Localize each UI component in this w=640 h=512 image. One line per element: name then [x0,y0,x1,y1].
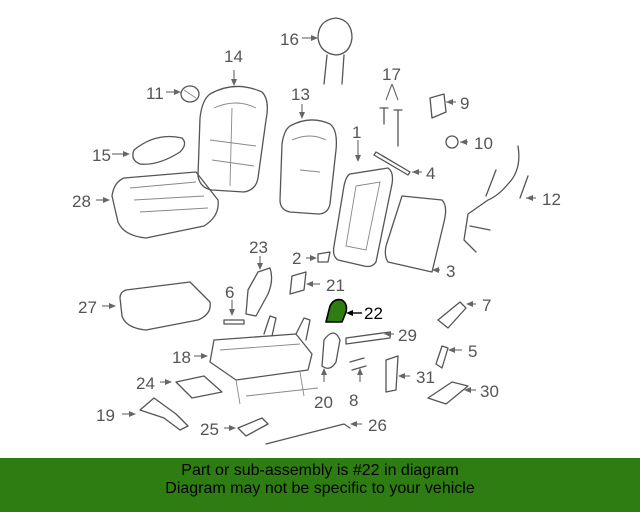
callout-3: 3 [446,262,455,281]
callout-23: 23 [249,238,268,257]
part-3-back-panel [384,195,447,273]
part-29-cover-strip [345,331,391,345]
part-21-bracket [289,271,307,295]
part-25-bracket [237,417,269,437]
callout-31: 30 [480,382,499,401]
callout-17: 17 [382,65,401,84]
callout-20: 24 [136,374,155,393]
part-12-wiring-harness [463,145,529,253]
parts-diagram: 16 14 11 13 17 9 1 10 [72,17,561,445]
part-5-plate [435,345,449,369]
part-2-clip [317,251,331,263]
part-13-seat-back-pad [279,119,338,215]
callout-18: 18 [172,348,191,367]
callout-9: 9 [460,94,469,113]
callout-29: 29 [398,326,417,345]
callout-24: 20 [314,393,333,412]
part-18-seat-frame [209,315,319,405]
callout-10: 10 [474,134,493,153]
callout-19: 19 [96,406,115,425]
part-20-pad [175,375,223,399]
part-11-knob [180,85,200,103]
part-16-headrest [317,17,353,85]
callout-8: 31 [416,368,435,387]
part-19-wire-frame [139,397,189,431]
part-26-cable [265,423,351,445]
callout-28: 28 [72,192,91,211]
callout-21: 21 [326,276,345,295]
part-info-banner: Part or sub-assembly is #22 in diagram D… [0,458,640,512]
part-8-trim [385,355,399,393]
part-23-side-shield [245,267,273,317]
callout-27: 27 [78,298,97,317]
callout-14: 14 [224,47,243,66]
callout-22: 22 [364,304,383,323]
part-24-side-cover [321,332,341,369]
callout-30: 8 [349,391,358,410]
callout-5: 5 [468,342,477,361]
part-15-armrest [132,135,186,165]
part-4-trim-strip [373,151,411,176]
part-9-cover [429,93,447,119]
part-6-strip [223,319,245,325]
callout-2: 2 [292,249,301,268]
callout-1: 1 [352,123,361,142]
part-30-brackets [349,357,367,371]
callout-13: 13 [291,85,310,104]
part-14-seat-back-cover [197,85,268,193]
part-27-seat-cushion-pad [119,281,211,331]
callout-15: 15 [92,146,111,165]
part-28-seat-cushion-cover [111,171,219,239]
callout-26: 26 [368,416,387,435]
part-7-latch [437,301,467,329]
part-1-seat-back-frame [332,167,394,268]
callout-11: 11 [146,84,164,103]
callout-7: 7 [482,296,491,315]
callout-4: 4 [426,164,435,183]
part-10-grommet [445,135,459,149]
part-31-cover [427,381,469,405]
callout-12: 12 [542,190,561,209]
callout-6: 6 [225,283,234,302]
disclaimer-line: Diagram may not be specific to your vehi… [165,480,475,497]
part-22-highlighted [325,298,348,323]
callout-16: 16 [280,30,299,49]
part-17-guide-pins [379,107,403,147]
callout-25: 25 [200,420,219,439]
part-info-line: Part or sub-assembly is #22 in diagram [181,462,459,479]
